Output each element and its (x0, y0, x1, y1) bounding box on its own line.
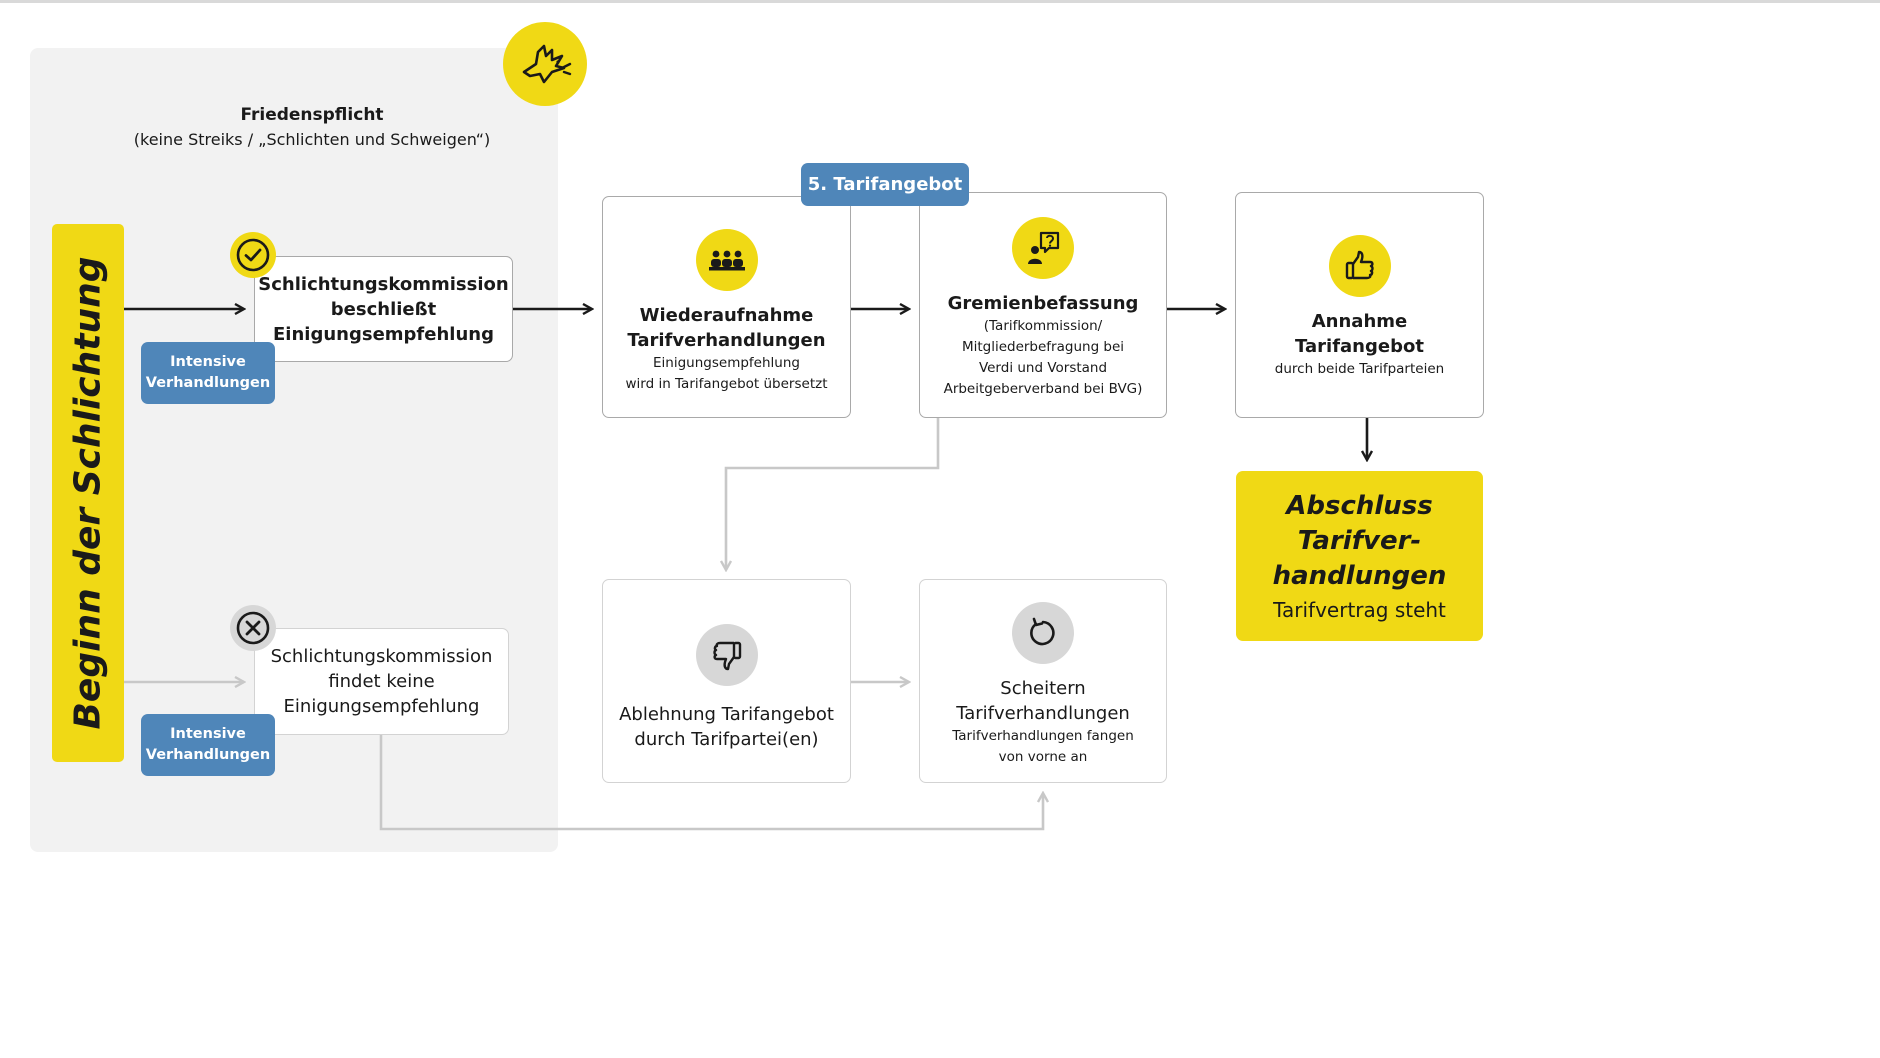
committee-title: Gremienbefassung (947, 293, 1139, 314)
peace-obligation-subtitle: (keine Streiks / „Schlichten und Schweig… (133, 130, 491, 149)
resume-desc-line2: wird in Tarifangebot übersetzt (625, 376, 828, 392)
committee-desc-line3: Verdi und Vorstand (978, 360, 1108, 376)
failed-title-line2: Tarifverhandlungen (956, 703, 1130, 724)
restart-icon (1012, 602, 1074, 664)
intensive-negotiations-2-line1: Intensive (170, 726, 246, 742)
peace-obligation-title: Friedenspflicht (240, 105, 384, 125)
thumbs-up-icon (1328, 235, 1391, 297)
conclusion-line1: Abschluss (1286, 490, 1433, 521)
thumbs-down-icon (695, 624, 758, 686)
person-question-icon (1012, 217, 1074, 279)
group-icon (695, 229, 758, 291)
arrow-failure-to-failneg (379, 735, 1043, 831)
intensive-negotiations-line1: Intensive (170, 354, 246, 370)
arrow-committee-to-reject (726, 417, 940, 570)
committee-desc-line4: Arbeitgeberverband bei BVG) (943, 381, 1143, 397)
failed-desc-line2: von vorne an (998, 749, 1088, 765)
conclusion-line3: handlungen (1272, 560, 1447, 591)
no-recommendation-line3: Einigungsempfehlung (283, 696, 480, 717)
accept-desc: durch beide Tarifparteien (1274, 361, 1445, 377)
committee-box: Gremienbefassung (Tarifkommission/ Mitgl… (919, 192, 1167, 418)
top-divider (0, 0, 1880, 3)
accept-title-line1: Annahme (1311, 311, 1408, 332)
begin-bar (52, 224, 124, 762)
dove-icon (503, 22, 587, 106)
intensive-negotiations-tag: Intensive Verhandlungen (141, 342, 275, 404)
x-circle-icon (230, 605, 276, 651)
no-recommendation-line1: Schlichtungskommission (270, 646, 493, 667)
intensive-negotiations-2-line2: Verhandlungen (145, 747, 271, 763)
resume-negotiations-box: Wiederaufnahme Tarifverhandlungen Einigu… (602, 196, 851, 418)
fifth-offer-tag: 5. Tarifangebot (801, 163, 969, 206)
resume-title-line2: Tarifverhandlungen (627, 330, 826, 351)
conclusion-sub: Tarifvertrag steht (1273, 597, 1446, 622)
recommendation-adopted-line1: Schlichtungskommission (258, 273, 509, 295)
accept-title-line2: Tarifangebot (1295, 336, 1424, 357)
committee-desc-line1: (Tarifkommission/ (983, 318, 1103, 334)
intensive-negotiations-tag-2: Intensive Verhandlungen (141, 714, 275, 776)
failed-desc-line1: Tarifverhandlungen fangen (952, 728, 1134, 744)
recommendation-adopted-line2: beschließt (330, 298, 437, 320)
intensive-negotiations-line2: Verhandlungen (145, 375, 271, 391)
reject-line1: Ablehnung Tarifangebot (619, 704, 834, 725)
resume-desc-line1: Einigungsempfehlung (653, 355, 800, 371)
reject-offer-box: Ablehnung Tarifangebot durch Tarifpartei… (602, 579, 851, 783)
failed-title-line1: Scheitern (1000, 678, 1086, 699)
reject-line2: durch Tarifpartei(en) (634, 729, 819, 750)
no-recommendation-line2: findet keine (328, 671, 435, 692)
accept-offer-box: Annahme Tarifangebot durch beide Tarifpa… (1235, 192, 1484, 418)
committee-desc-line2: Mitgliederbefragung bei (961, 339, 1125, 355)
resume-title-line1: Wiederaufnahme (639, 305, 814, 326)
conclusion-line2: Tarifver- (1297, 525, 1422, 556)
no-recommendation-box: Schlichtungskommission findet keine Eini… (254, 628, 509, 735)
failed-negotiations-box: Scheitern Tarifverhandlungen Tarifverhan… (919, 579, 1167, 783)
check-circle-icon (230, 232, 276, 278)
peace-obligation-label: Friedenspflicht (keine Streiks / „Schlic… (120, 103, 504, 152)
recommendation-adopted-box: Schlichtungskommission beschließt Einigu… (254, 256, 513, 362)
recommendation-adopted-line3: Einigungsempfehlung (273, 323, 494, 345)
conclusion-box: Abschluss Tarifver- handlungen Tarifvert… (1236, 471, 1483, 641)
